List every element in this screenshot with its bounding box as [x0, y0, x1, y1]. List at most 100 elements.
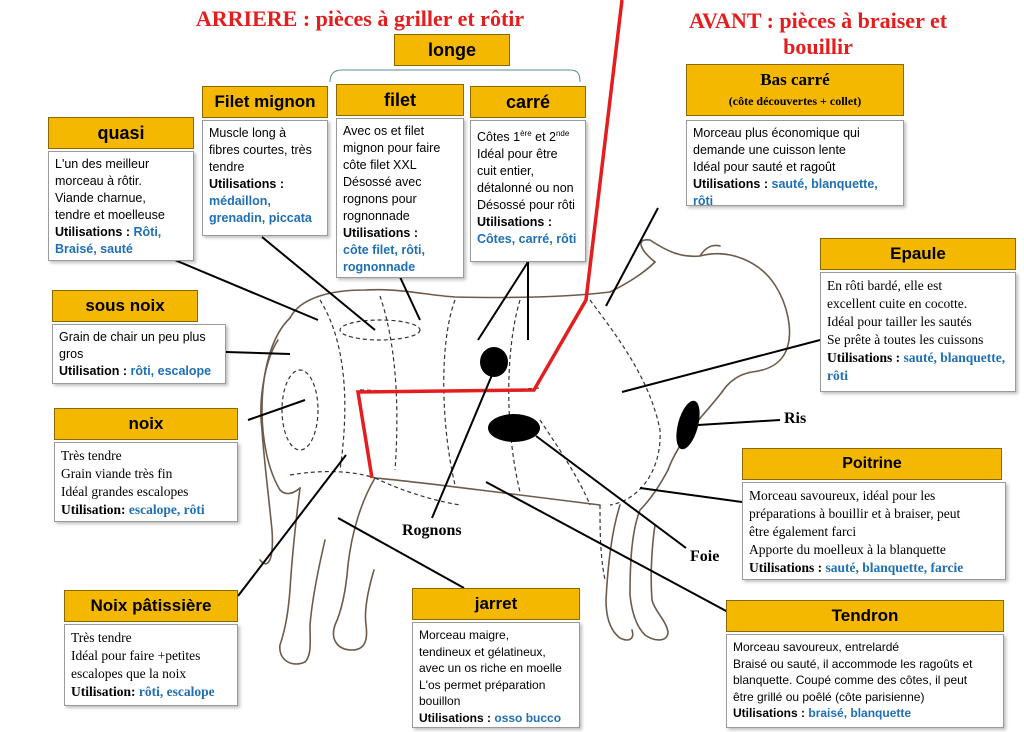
poitrine-line: Morceau savoureux, idéal pour les — [749, 488, 936, 503]
carre-usage-label: Utilisations : — [477, 215, 553, 230]
filet-mignon-usage-label: Utilisations : — [209, 177, 285, 191]
noix-patissiere-line: Idéal pour faire +petites — [71, 648, 201, 663]
carre-header: carré — [470, 86, 586, 118]
noix-patissiere-description: Très tendre Idéal pour faire +petites es… — [64, 624, 238, 706]
filet-line: rognons pour — [343, 192, 417, 206]
quasi-header: quasi — [48, 117, 194, 149]
filet-line: côte filet XXL — [343, 158, 417, 172]
tendron-description: Morceau savoureux, entrelardé Braisé ou … — [726, 634, 1004, 728]
poitrine-usage-value: sauté, blanquette, farcie — [825, 560, 964, 575]
noix-line: Grain viande très fin — [61, 466, 173, 481]
filet-usage-label: Utilisations : — [343, 226, 419, 240]
filet-line: Désossé avec — [343, 175, 422, 189]
longe-bracket — [329, 69, 581, 83]
jarret-line: avec un os riche en moelle — [419, 661, 562, 675]
sous-noix-description: Grain de chair un peu plus gros Utilisat… — [52, 324, 226, 384]
bas-carre-line: Morceau plus économique qui — [693, 126, 860, 140]
pointer-lines — [169, 207, 821, 613]
noix-usage-label: Utilisation: — [61, 502, 126, 517]
filet-line: mignon pour faire — [343, 141, 441, 155]
epaule-header: Epaule — [820, 238, 1016, 270]
sous-noix-usage-label: Utilisation : — [59, 364, 128, 378]
jarret-usage-value: osso bucco — [494, 710, 562, 725]
bas-carre-header: Bas carré (côte découvertes + collet) — [686, 64, 904, 116]
jarret-line: tendineux et gélatineux, — [419, 644, 546, 659]
bas-carre-line: demande une cuisson lente — [693, 143, 846, 157]
filet-header: filet — [336, 84, 464, 116]
poitrine-header: Poitrine — [742, 448, 1002, 480]
foie-label: Foie — [690, 548, 720, 565]
carre-line: détalonné ou non — [477, 181, 574, 196]
filet-mignon-line: fibres courtes, très — [209, 143, 312, 157]
poitrine-line: préparations à bouillir et à braiser, pe… — [749, 506, 961, 521]
quasi-usage-value: Rôti, Braisé, sauté — [55, 225, 162, 256]
tendron-header: Tendron — [726, 600, 1004, 632]
epaule-line: En rôti bardé, elle est — [827, 278, 943, 293]
front-back-separator — [355, 0, 624, 479]
poitrine-line: être également farci — [749, 524, 857, 539]
noix-patissiere-line: escalopes que la noix — [71, 666, 187, 681]
jarret-line: bouillon — [419, 694, 461, 708]
carre-line: cuit entier, — [477, 164, 534, 179]
sous-noix-line: gros — [59, 347, 84, 361]
quasi-line: Viande charnue, — [55, 191, 146, 205]
filet-mignon-line: Muscle long à — [209, 126, 287, 140]
quasi-usage-label: Utilisations : — [55, 225, 131, 239]
noix-usage-value: escalope, rôti — [128, 502, 205, 517]
noix-patissiere-line: Très tendre — [71, 630, 132, 645]
noix-header: noix — [54, 408, 238, 440]
filet-usage-value: côte filet, rôti, rognonnade — [343, 243, 425, 274]
poitrine-line: Apporte du moelleux à la blanquette — [749, 542, 946, 557]
bas-carre-title: Bas carré — [760, 70, 830, 89]
rognons-shape — [480, 347, 508, 377]
ris-shape — [676, 400, 700, 450]
epaule-description: En rôti bardé, elle est excellent cuite … — [820, 272, 1016, 392]
epaule-line: Se prête à toutes les cuissons — [827, 332, 984, 347]
noix-line: Idéal grandes escalopes — [61, 484, 189, 499]
sous-noix-line: Grain de chair un peu plus — [59, 330, 206, 344]
bas-carre-line: Idéal pour sauté et ragoût — [693, 160, 836, 174]
filet-mignon-line: tendre — [209, 160, 245, 174]
carre-line-1: Côtes 1ère et 2nde — [477, 129, 570, 145]
sous-noix-usage-value: rôti, escalope — [130, 364, 212, 378]
tendron-line: être grillé ou poêlé (côte parisienne) — [733, 689, 925, 704]
poitrine-usage-label: Utilisations : — [749, 560, 823, 575]
quasi-line: tendre et moelleuse — [55, 208, 165, 222]
bas-carre-description: Morceau plus économique qui demande une … — [686, 120, 904, 208]
noix-patissiere-header: Noix pâtissière — [64, 590, 238, 622]
bas-carre-subtitle: (côte découvertes + collet) — [728, 94, 862, 108]
epaule-line: Idéal pour tailler les sautés — [827, 314, 972, 329]
quasi-description: L'un des meilleur morceau à rôtir. Viand… — [48, 151, 194, 261]
tendron-usage-label: Utilisations : — [733, 706, 806, 720]
jarret-description: Morceau maigre, tendineux et gélatineux,… — [412, 622, 580, 728]
cut-lines — [281, 295, 661, 581]
filet-description: Avec os et filet mignon pour faire côte … — [336, 118, 464, 278]
poitrine-description: Morceau savoureux, idéal pour les prépar… — [742, 482, 1006, 580]
filet-line: Avec os et filet — [343, 124, 425, 138]
avant-title: AVANT : pièces à braiser et bouillir — [688, 8, 948, 59]
filet-mignon-description: Muscle long à fibres courtes, très tendr… — [202, 120, 328, 236]
filet-mignon-header: Filet mignon — [202, 86, 328, 118]
noix-line: Très tendre — [61, 448, 122, 463]
epaule-usage-label: Utilisations : — [827, 350, 901, 365]
rognons-label: Rognons — [402, 522, 462, 539]
carre-usage-value: Côtes, carré, rôti — [477, 232, 577, 247]
foie-shape — [488, 414, 540, 442]
epaule-usage-value: sauté, blanquette, rôti — [827, 350, 1006, 383]
quasi-line: morceau à rôtir. — [55, 174, 142, 188]
noix-description: Très tendre Grain viande très fin Idéal … — [54, 442, 238, 522]
jarret-usage-label: Utilisations : — [419, 710, 492, 725]
jarret-header: jarret — [412, 588, 580, 620]
carre-description: Côtes 1ère et 2nde Idéal pour être cuit … — [470, 120, 586, 262]
noix-patissiere-usage-label: Utilisation: — [71, 684, 136, 699]
tendron-line: Braisé ou sauté, il accommode les ragoût… — [733, 656, 973, 671]
bas-carre-usage-label: Utilisations : — [693, 177, 769, 191]
filet-line: rognonnade — [343, 209, 410, 223]
tendron-line: Morceau savoureux, entrelardé — [733, 640, 900, 654]
tendron-line: blanquette. Coupé comme des côtes, il pe… — [733, 673, 968, 687]
arriere-title: ARRIERE : pièces à griller et rôtir — [195, 6, 525, 31]
filet-mignon-usage-value: médaillon, grenadin, piccata — [209, 194, 312, 225]
jarret-line: L'os permet préparation — [419, 677, 546, 692]
longe-header: longe — [394, 34, 510, 66]
